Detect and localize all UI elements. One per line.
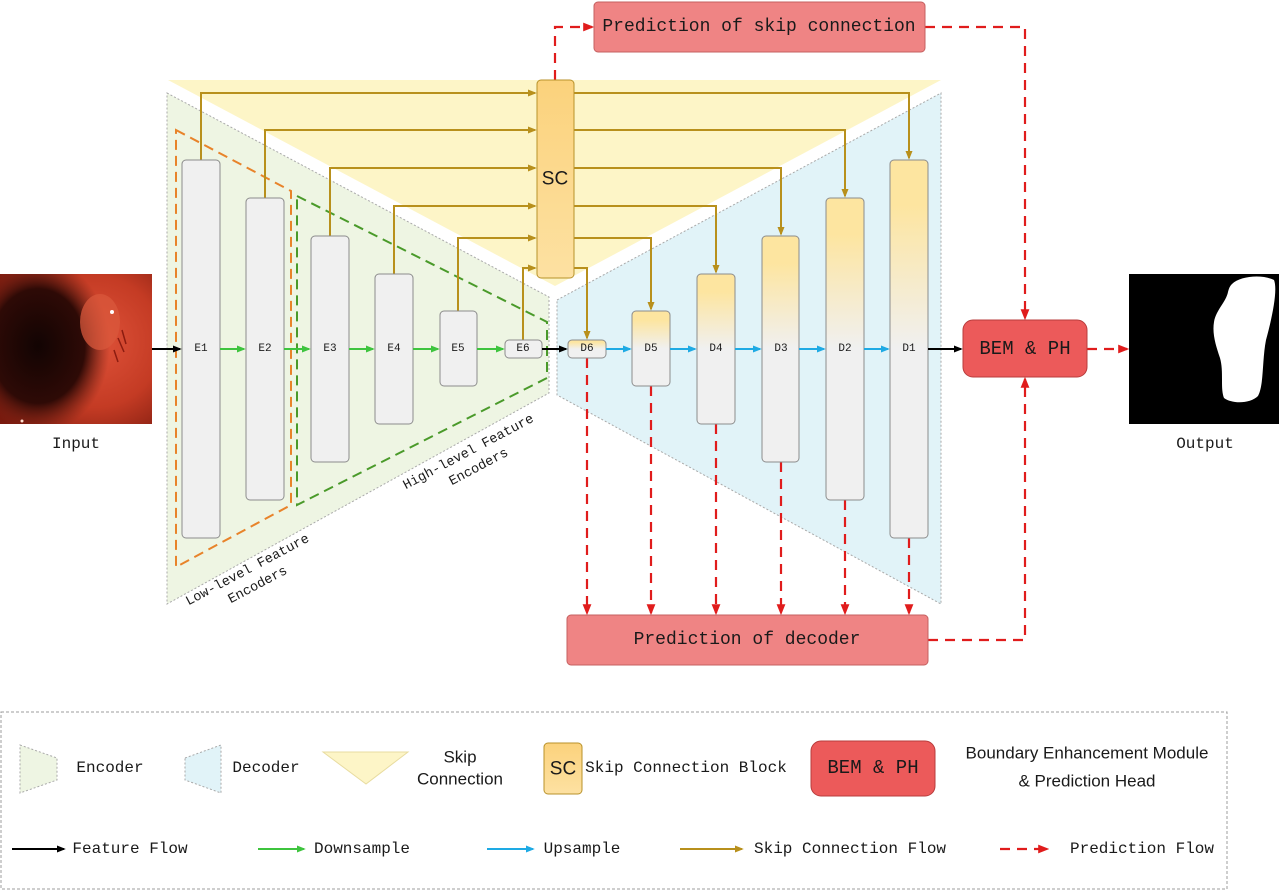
legend-skip-connection-label-line2: Connection: [417, 770, 503, 789]
decoder-blocks: D6 D5 D4 D3 D2 D1: [567, 159, 929, 539]
legend-skip-connection-icon: [321, 751, 410, 785]
decoder-block-label: D2: [838, 343, 851, 355]
legend-decoder-label: Decoder: [232, 759, 299, 777]
encoder-block-label: E6: [516, 343, 529, 355]
encoder-block-label: E3: [323, 343, 336, 355]
skip-flow-e3: [329, 164, 537, 236]
encoder-blocks: E1 E2 E3 E4 E5 E6: [181, 159, 543, 539]
legend-skip-connection-label-line1: Skip: [443, 748, 476, 767]
skip-flow-e1: [200, 89, 537, 160]
legend-bem-ph-icon: [810, 740, 936, 797]
output-mask-region: [1213, 276, 1276, 403]
decoder-block-label: D5: [644, 343, 657, 355]
prediction-of-decoder-box: [566, 614, 929, 666]
low-level-encoders-outline: [175, 128, 292, 569]
encoder-block-label: E1: [194, 343, 208, 355]
legend-encoder-label: Encoder: [76, 759, 143, 777]
input-image: [0, 274, 152, 424]
legend-encoder-icon: [19, 744, 58, 794]
input-image-streaks: [113, 329, 127, 363]
skip-connection-block-label: SC: [542, 169, 568, 190]
input-image-highlight: [110, 310, 114, 314]
pred-flow-sc-to-box: [553, 22, 595, 80]
legend-skip-connection-flow-label: Skip Connection Flow: [754, 840, 946, 858]
skip-flow-e5: [457, 234, 537, 311]
input-image-fold: [80, 294, 120, 350]
legend-upsample-label: Upsample: [544, 840, 621, 858]
decoder-block-label: D1: [902, 343, 916, 355]
prediction-of-skip-connection-label: Prediction of skip connection: [602, 17, 915, 37]
legend-skip-connection-block-label: Skip Connection Block: [585, 759, 787, 777]
skip-flow-d2: [574, 129, 849, 198]
skip-connection-flows: [200, 89, 913, 340]
skip-flow-d6: [574, 267, 591, 340]
input-label: Input: [52, 435, 100, 453]
legend-bem-ph-icon-label: BEM & PH: [827, 757, 918, 779]
skip-flow-e6: [522, 264, 537, 340]
encoder-block-label: E2: [258, 343, 271, 355]
legend-prediction-flow-label: Prediction Flow: [1070, 840, 1214, 858]
encoder-block-label: E5: [451, 343, 464, 355]
skip-flow-d3: [574, 167, 785, 236]
pred-flow-skip-to-bem: [925, 25, 1030, 321]
pred-flow-decoder-to-bem: [928, 376, 1030, 642]
legend-feature-flow-label: Feature Flow: [72, 840, 188, 858]
legend-frame: [0, 711, 1228, 890]
decoder-block-label: D3: [774, 343, 787, 355]
encoder-block-label: E4: [387, 343, 401, 355]
legend-bem-description-line1: Boundary Enhancement Module: [966, 744, 1209, 763]
skip-connection-block: [536, 79, 575, 279]
prediction-of-decoder-label: Prediction of decoder: [634, 630, 861, 650]
bem-ph-box: [962, 319, 1088, 378]
skip-flow-d4: [574, 205, 720, 274]
bem-ph-label: BEM & PH: [979, 338, 1070, 360]
output-label: Output: [1176, 435, 1234, 453]
prediction-of-skip-connection-box: [593, 1, 926, 53]
decoder-block-label: D4: [709, 343, 723, 355]
skip-flow-d1: [574, 92, 913, 160]
skip-flow-e2: [264, 126, 537, 198]
skip-flow-e4: [393, 202, 537, 274]
legend: Encoder Decoder Skip Connection SC Skip …: [0, 711, 1228, 890]
legend-sc-icon-label: SC: [550, 759, 576, 780]
skip-flow-d5: [574, 237, 655, 311]
legend-downsample-label: Downsample: [314, 840, 410, 858]
legend-decoder-icon: [184, 744, 222, 794]
legend-bem-description-line2: & Prediction Head: [1018, 772, 1155, 791]
output-mask-image: [1129, 274, 1279, 424]
input-image-speck: [20, 419, 24, 423]
legend-sc-icon: [543, 742, 583, 795]
decoder-block-label: D6: [580, 343, 593, 355]
prediction-flows: [553, 22, 1130, 642]
